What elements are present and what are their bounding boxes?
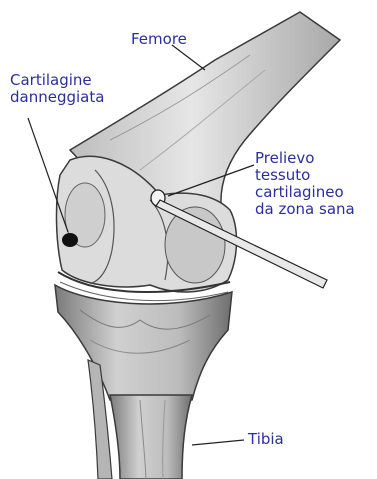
label-damaged-cartilage: Cartilagine danneggiata [10,72,104,106]
leader-femore [172,45,205,70]
label-femore: Femore [131,31,187,48]
damaged-cartilage-spot [62,233,78,247]
tibia-shaft [110,395,192,479]
label-harvest-healthy-cartilage: Prelievo tessuto cartilagineo da zona sa… [255,150,355,218]
leader-tibia [192,440,244,445]
tibia-plateau [55,285,232,400]
label-tibia: Tibia [248,431,284,448]
